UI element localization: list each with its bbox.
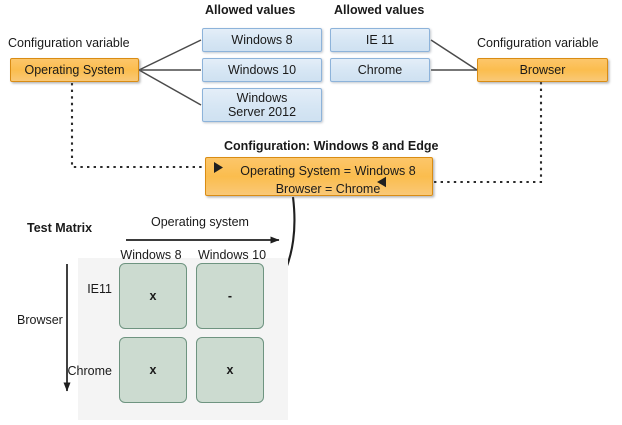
matrix-row-header-ie11: IE11 (87, 282, 112, 296)
matrix-x-axis-label: Operating system (151, 215, 249, 229)
os-config-dotted-path (70, 83, 220, 171)
allowed-value-windows-server-2012-line1: Windows (236, 90, 288, 105)
configuration-box[interactable]: Operating System = Windows 8 Browser = C… (205, 157, 433, 196)
configuration-title: Configuration: Windows 8 and Edge (224, 139, 439, 153)
matrix-column-header-windows-8: Windows 8 (120, 248, 182, 262)
allowed-value-windows-8-label: Windows 8 (231, 32, 293, 47)
matrix-cell-value: - (227, 289, 233, 303)
matrix-y-axis-label: Browser (17, 313, 63, 327)
browser-label: Browser (519, 62, 566, 77)
right-config-variable-label: Configuration variable (477, 36, 599, 50)
allowed-value-windows-10[interactable]: Windows 10 (202, 58, 322, 82)
matrix-cell-ie11-windows-8[interactable]: x (119, 263, 187, 329)
left-config-variable-label: Configuration variable (8, 36, 130, 50)
matrix-cell-value: x (149, 289, 157, 303)
allowed-value-ie-11-label: IE 11 (365, 32, 395, 47)
test-matrix-title: Test Matrix (27, 221, 93, 235)
allowed-value-windows-server-2012-line2: Server 2012 (227, 105, 297, 119)
configuration-line-os: Operating System = Windows 8 (240, 164, 416, 178)
os-value-connectors (138, 39, 202, 106)
right-allowed-values-label: Allowed values (334, 3, 425, 17)
allowed-value-chrome[interactable]: Chrome (330, 58, 430, 82)
configuration-line-browser: Browser = Chrome (275, 182, 381, 197)
left-allowed-values-label: Allowed values (205, 3, 296, 17)
matrix-row-header-chrome: Chrome (67, 364, 112, 378)
operating-system-label: Operating System (24, 62, 125, 77)
matrix-cell-value: x (226, 363, 234, 377)
allowed-value-ie-11[interactable]: IE 11 (330, 28, 430, 52)
allowed-value-chrome-label: Chrome (357, 62, 403, 77)
matrix-cell-value: x (149, 363, 157, 377)
allowed-value-windows-server-2012[interactable]: Windows Server 2012 (202, 88, 322, 122)
matrix-cell-ie11-windows-10[interactable]: - (196, 263, 264, 329)
allowed-value-windows-8[interactable]: Windows 8 (202, 28, 322, 52)
browser-value-connectors (430, 39, 478, 71)
config-variable-operating-system[interactable]: Operating System (10, 58, 139, 82)
matrix-cell-chrome-windows-10[interactable]: x (196, 337, 264, 403)
config-variable-browser[interactable]: Browser (477, 58, 608, 82)
matrix-cell-chrome-windows-8[interactable]: x (119, 337, 187, 403)
matrix-column-header-windows-10: Windows 10 (197, 248, 267, 262)
allowed-value-windows-10-label: Windows 10 (227, 62, 297, 77)
